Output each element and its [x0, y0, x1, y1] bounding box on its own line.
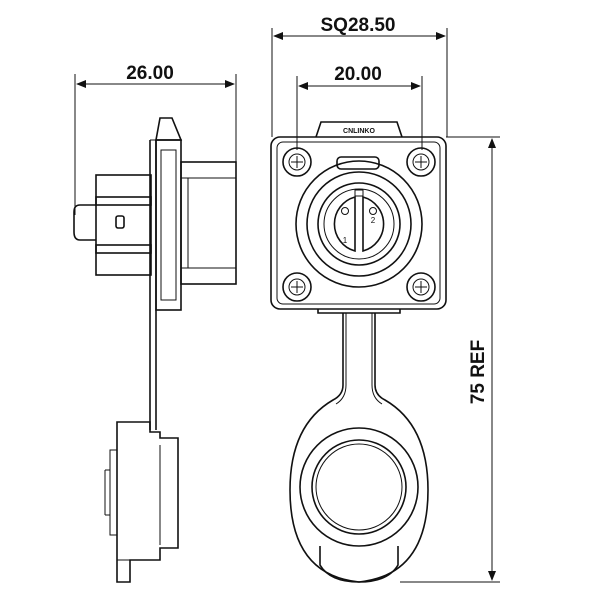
side-depth-label: 26.00: [126, 63, 174, 84]
svg-text:1: 1: [343, 236, 348, 245]
mounting-screw-bottom-left: [282, 272, 312, 302]
dust-cap-tether: [289, 313, 429, 583]
svg-text:2: 2: [371, 216, 376, 225]
bolt-spacing-label: 20.00: [334, 64, 382, 85]
front-view: SQ28.50 20.00 CNLINKO: [270, 15, 500, 583]
receptacle-outer-ring: [295, 160, 423, 288]
side-view: 26.00: [73, 63, 237, 583]
mounting-screw-top-right: [406, 147, 436, 177]
flange-square: [270, 136, 447, 310]
mounting-screw-top-left: [282, 147, 312, 177]
flange-square-label: SQ28.50: [321, 15, 396, 36]
brand-logo: CNLINKO: [343, 128, 375, 135]
pin-1: 1: [341, 207, 349, 245]
dust-cap: [299, 427, 419, 547]
overall-length-label: 75 REF: [468, 340, 489, 404]
pin-2: 2: [369, 207, 377, 225]
mounting-screw-bottom-right: [406, 272, 436, 302]
